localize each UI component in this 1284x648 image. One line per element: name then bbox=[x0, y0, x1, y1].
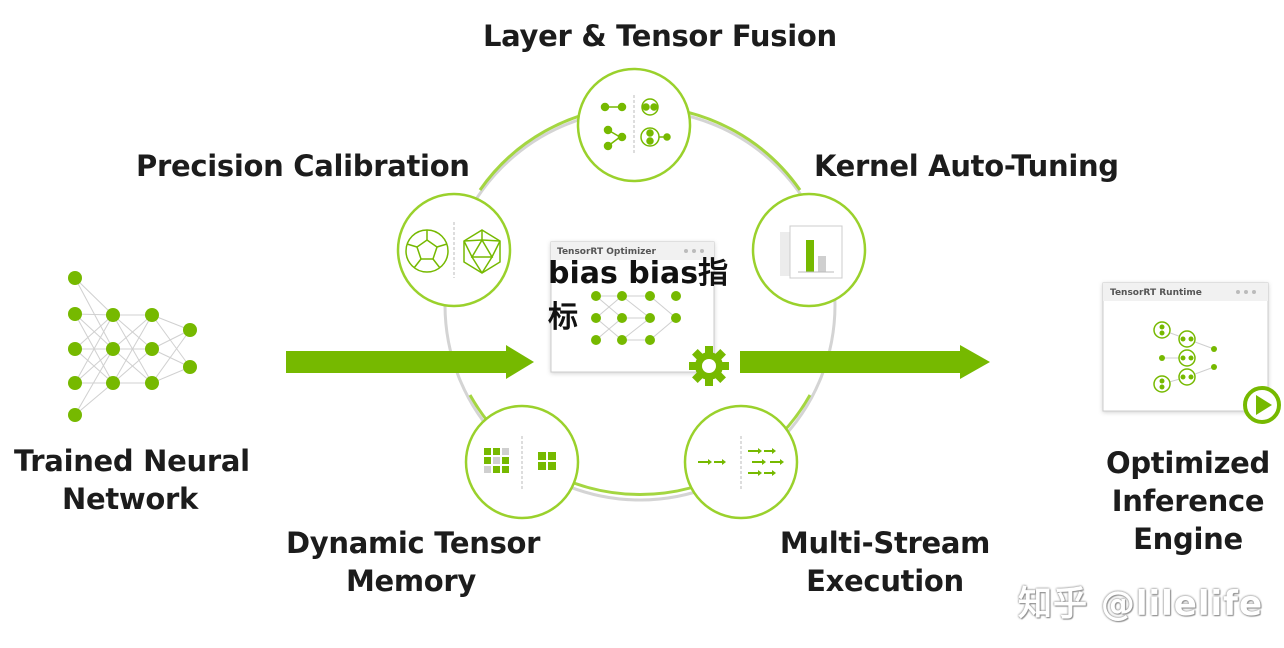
precision-node bbox=[396, 192, 512, 308]
layer-fusion-label: Layer & Tensor Fusion bbox=[483, 19, 837, 53]
runtime-window-title: TensorRT Runtime bbox=[1110, 288, 1202, 298]
sphere-icon bbox=[405, 229, 449, 273]
precision-label: Precision Calibration bbox=[136, 149, 470, 183]
optimized-engine-line3: Engine bbox=[1133, 522, 1243, 556]
trained-network-line1: Trained Neural bbox=[14, 444, 250, 478]
optimizer-window-title: TensorRT Optimizer bbox=[557, 247, 656, 257]
stream-arrows-icon bbox=[698, 448, 784, 476]
dynamic-memory-line1: Dynamic Tensor bbox=[286, 526, 541, 560]
input-arrow bbox=[286, 345, 534, 379]
kernel-node bbox=[751, 192, 867, 308]
trained-network-label: Trained Neural Network bbox=[14, 442, 250, 518]
gear-icon bbox=[689, 346, 729, 386]
fusion-icon bbox=[600, 98, 671, 151]
multi-stream-node bbox=[683, 404, 799, 520]
play-icon bbox=[1243, 386, 1281, 424]
output-arrow bbox=[740, 345, 990, 379]
multi-stream-label: Multi-Stream Execution bbox=[776, 524, 994, 600]
layer-fusion-node bbox=[576, 67, 692, 183]
optimized-engine-line1: Optimized bbox=[1106, 446, 1270, 480]
dynamic-memory-line2: Memory bbox=[345, 564, 477, 598]
multi-stream-line1: Multi-Stream bbox=[779, 526, 991, 560]
multi-stream-line2: Execution bbox=[806, 564, 964, 598]
optimized-engine-label: Optimized Inference Engine bbox=[1104, 444, 1272, 558]
overlay-caption: bias bias指标 bbox=[548, 256, 729, 335]
dynamic-memory-label: Dynamic Tensor Memory bbox=[286, 524, 541, 600]
optimizer-window bbox=[550, 241, 715, 373]
trained-network-line2: Network bbox=[61, 482, 198, 516]
kernel-label: Kernel Auto-Tuning bbox=[814, 149, 1119, 183]
polyhedron-icon bbox=[463, 229, 501, 274]
trained-network-icon bbox=[68, 271, 197, 422]
tensor-memory-node bbox=[464, 404, 580, 520]
optimized-engine-line2: Inference bbox=[1111, 484, 1265, 518]
memory-grid-icon bbox=[484, 448, 556, 473]
watermark: 知乎 @lilelife bbox=[1018, 584, 1264, 624]
runtime-window bbox=[1102, 282, 1269, 412]
bar-chart-icon bbox=[780, 225, 843, 279]
